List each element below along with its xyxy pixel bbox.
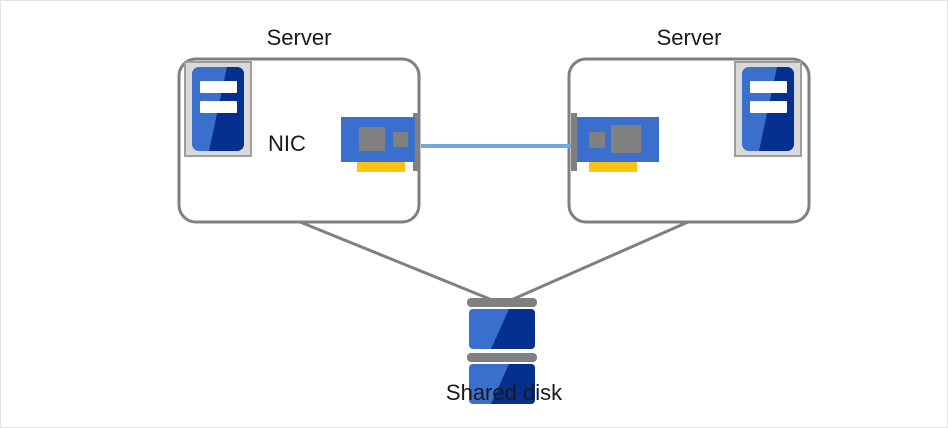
server-left-label: Server [266,25,332,50]
disk-stack-icon[interactable] [467,298,537,404]
shared-disk-label: Shared disk [445,380,563,405]
server-right-label: Server [656,25,722,50]
server-tower-icon [184,61,252,157]
left-disk-link [299,220,503,306]
right-disk-link [501,220,689,306]
nic-label: NIC [268,131,306,156]
server-tower-icon [734,61,802,157]
nic-card-left[interactable] [341,113,419,172]
nic-card-right[interactable] [571,113,659,172]
